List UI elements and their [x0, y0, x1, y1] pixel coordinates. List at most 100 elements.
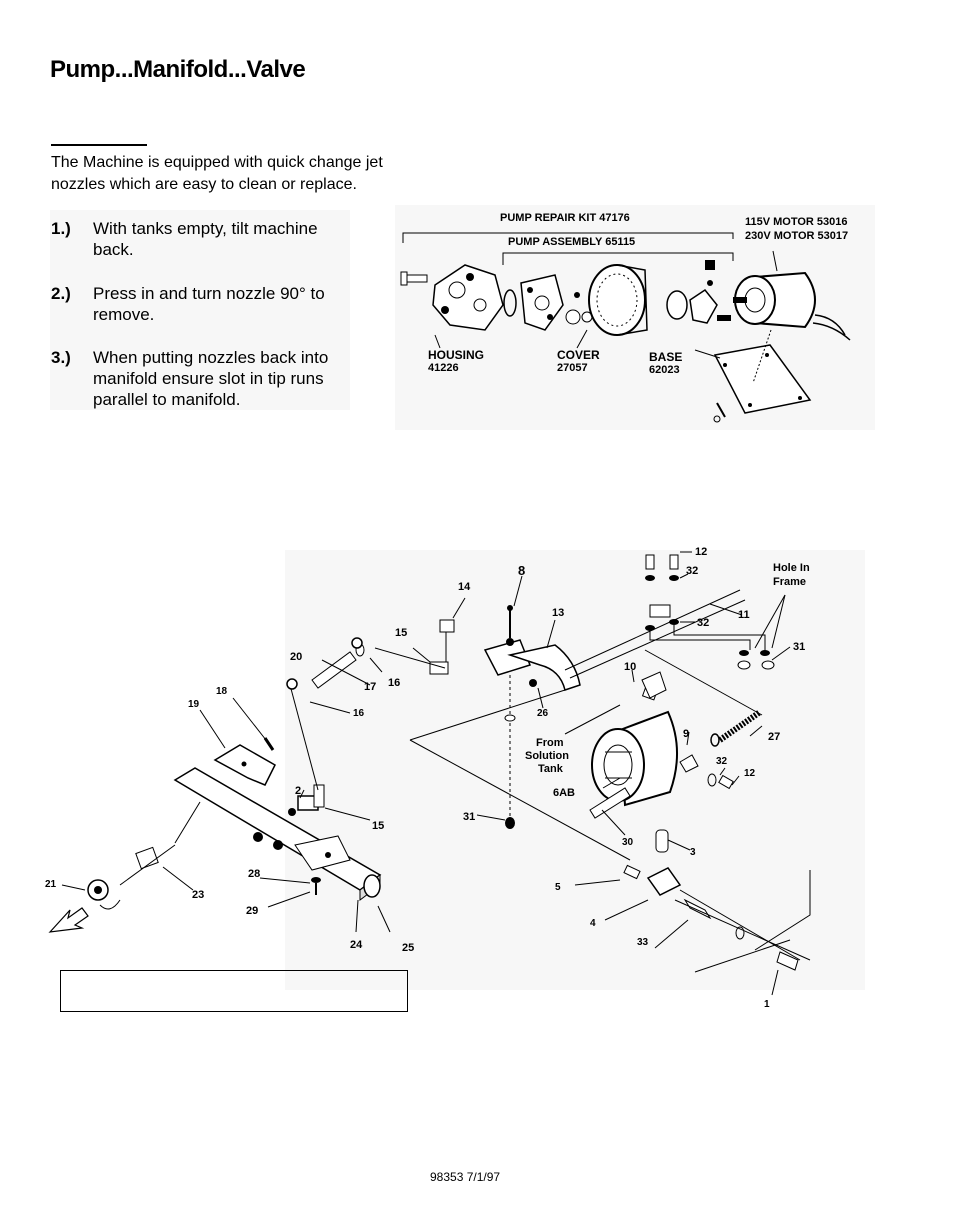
washer-icon [737, 660, 751, 670]
callout-16a: 16 [388, 677, 400, 689]
pump-cover-icon [588, 264, 648, 336]
callout-14: 14 [458, 581, 471, 593]
motor-icon [733, 271, 851, 341]
callout-13: 13 [552, 607, 564, 619]
step-number: 2.) [51, 284, 71, 303]
repair-kit-bracket [402, 232, 734, 243]
spring-icon [718, 709, 762, 743]
cover-label: COVER [557, 348, 600, 362]
pump-assembly-bracket [502, 252, 734, 265]
washer-icon [761, 660, 775, 670]
hose-line [409, 739, 631, 861]
hole-in-frame-line2: Frame [773, 576, 806, 588]
callout-labels: 8 14 13 15 20 17 16 16 18 19 2 15 23 28 … [45, 546, 810, 1010]
page-title: Pump...Manifold...Valve [50, 56, 306, 83]
motor-230v-label: 230V MOTOR 53017 [745, 230, 848, 242]
callout-2: 2 [295, 785, 301, 797]
callout-27: 27 [768, 731, 780, 743]
washer-icon [739, 650, 749, 656]
tee-4-icon [623, 864, 799, 971]
callout-15b: 15 [372, 820, 384, 832]
callout-20: 20 [290, 651, 302, 663]
callout-19: 19 [188, 699, 200, 710]
o-ring-icon [503, 289, 517, 317]
frame-bracket-line [673, 625, 766, 652]
callout-leaders [61, 551, 791, 996]
eccentric-icon [666, 260, 731, 324]
from-solution-line1: From [536, 737, 564, 749]
step-number: 3.) [51, 348, 71, 367]
callout-15a: 15 [395, 627, 407, 639]
callout-33: 33 [637, 937, 649, 948]
callout-5: 5 [555, 882, 561, 893]
pump-exploded-diagram: PUMP REPAIR KIT 47176 115V MOTOR 53016 2… [395, 205, 875, 430]
callout-9: 9 [683, 728, 689, 740]
callout-32a: 32 [686, 565, 698, 577]
frame-bracket-line [649, 630, 751, 650]
callout-24: 24 [350, 939, 363, 951]
callout-32b: 32 [697, 617, 709, 629]
base-label: BASE [649, 350, 682, 364]
manifold-exploded-diagram: 8 14 13 15 20 17 16 16 18 19 2 15 23 28 … [45, 546, 865, 1010]
from-solution-line3: Tank [538, 763, 564, 775]
callout-6ab: 6AB [553, 787, 575, 799]
step-number: 1.) [51, 219, 71, 238]
pump-housing-icon [432, 264, 504, 331]
cover-part-number: 27057 [557, 362, 588, 374]
callout-10: 10 [624, 661, 636, 673]
hole-leader [754, 594, 786, 649]
nut-icon [351, 637, 363, 649]
washer-icon [760, 650, 770, 656]
manifold-bar-icon [173, 767, 382, 901]
check-valve-icon [565, 292, 593, 325]
check-valve-9-icon [679, 754, 734, 790]
nut-icon [286, 678, 298, 690]
hose-barb-30-icon [589, 787, 631, 819]
callout-23: 23 [192, 889, 204, 901]
callout-16b: 16 [353, 708, 365, 719]
nozzle-icon [87, 879, 121, 910]
hole-in-frame-line1: Hole In [773, 562, 810, 574]
callout-30: 30 [622, 837, 634, 848]
callout-29: 29 [246, 905, 258, 917]
callout-25: 25 [402, 942, 414, 954]
step-text: With tanks empty, tilt machine back. [93, 219, 318, 259]
tee-fitting-icon [288, 784, 325, 816]
note-box [60, 970, 408, 1012]
step-text: Press in and turn nozzle 90° to remove. [93, 284, 325, 324]
cable-line [569, 599, 746, 679]
callout-31a: 31 [463, 811, 475, 823]
callout-3: 3 [690, 847, 696, 858]
step-text: When putting nozzles back into manifold … [93, 348, 329, 409]
nozzle-body-23-icon [119, 844, 176, 886]
motor-mount-line [752, 329, 772, 384]
callout-1: 1 [764, 999, 770, 1010]
elbow-10-icon [641, 671, 667, 699]
diaphragm-plate-icon [520, 274, 564, 331]
steps-background [50, 210, 350, 410]
fitting-3-icon [655, 829, 669, 853]
section-rule [51, 144, 147, 146]
callout-26: 26 [537, 708, 549, 719]
bracket-icon [213, 737, 276, 786]
footer-doc-number: 98353 7/1/97 [430, 1170, 501, 1184]
hose-line [754, 870, 811, 951]
callout-12b: 12 [744, 768, 756, 779]
tube-line [289, 684, 319, 791]
cover-leader [576, 329, 588, 349]
manifold-diagram-background [285, 550, 865, 990]
housing-screw-icon [400, 271, 428, 286]
callout-32c: 32 [716, 756, 728, 767]
callout-21: 21 [45, 879, 57, 890]
hose-line [409, 689, 566, 741]
motor-115v-label: 115V MOTOR 53016 [745, 216, 848, 228]
housing-part-number: 41226 [428, 362, 459, 374]
step-1: 1.) With tanks empty, tilt machine back. [51, 218, 351, 262]
valve-body-icon [483, 605, 581, 820]
hose-line [674, 899, 811, 961]
hose-line [694, 939, 791, 973]
callout-17: 17 [364, 681, 376, 693]
hose-line [679, 889, 801, 961]
arrow-icon [48, 907, 89, 933]
callout-31b: 31 [793, 641, 805, 653]
